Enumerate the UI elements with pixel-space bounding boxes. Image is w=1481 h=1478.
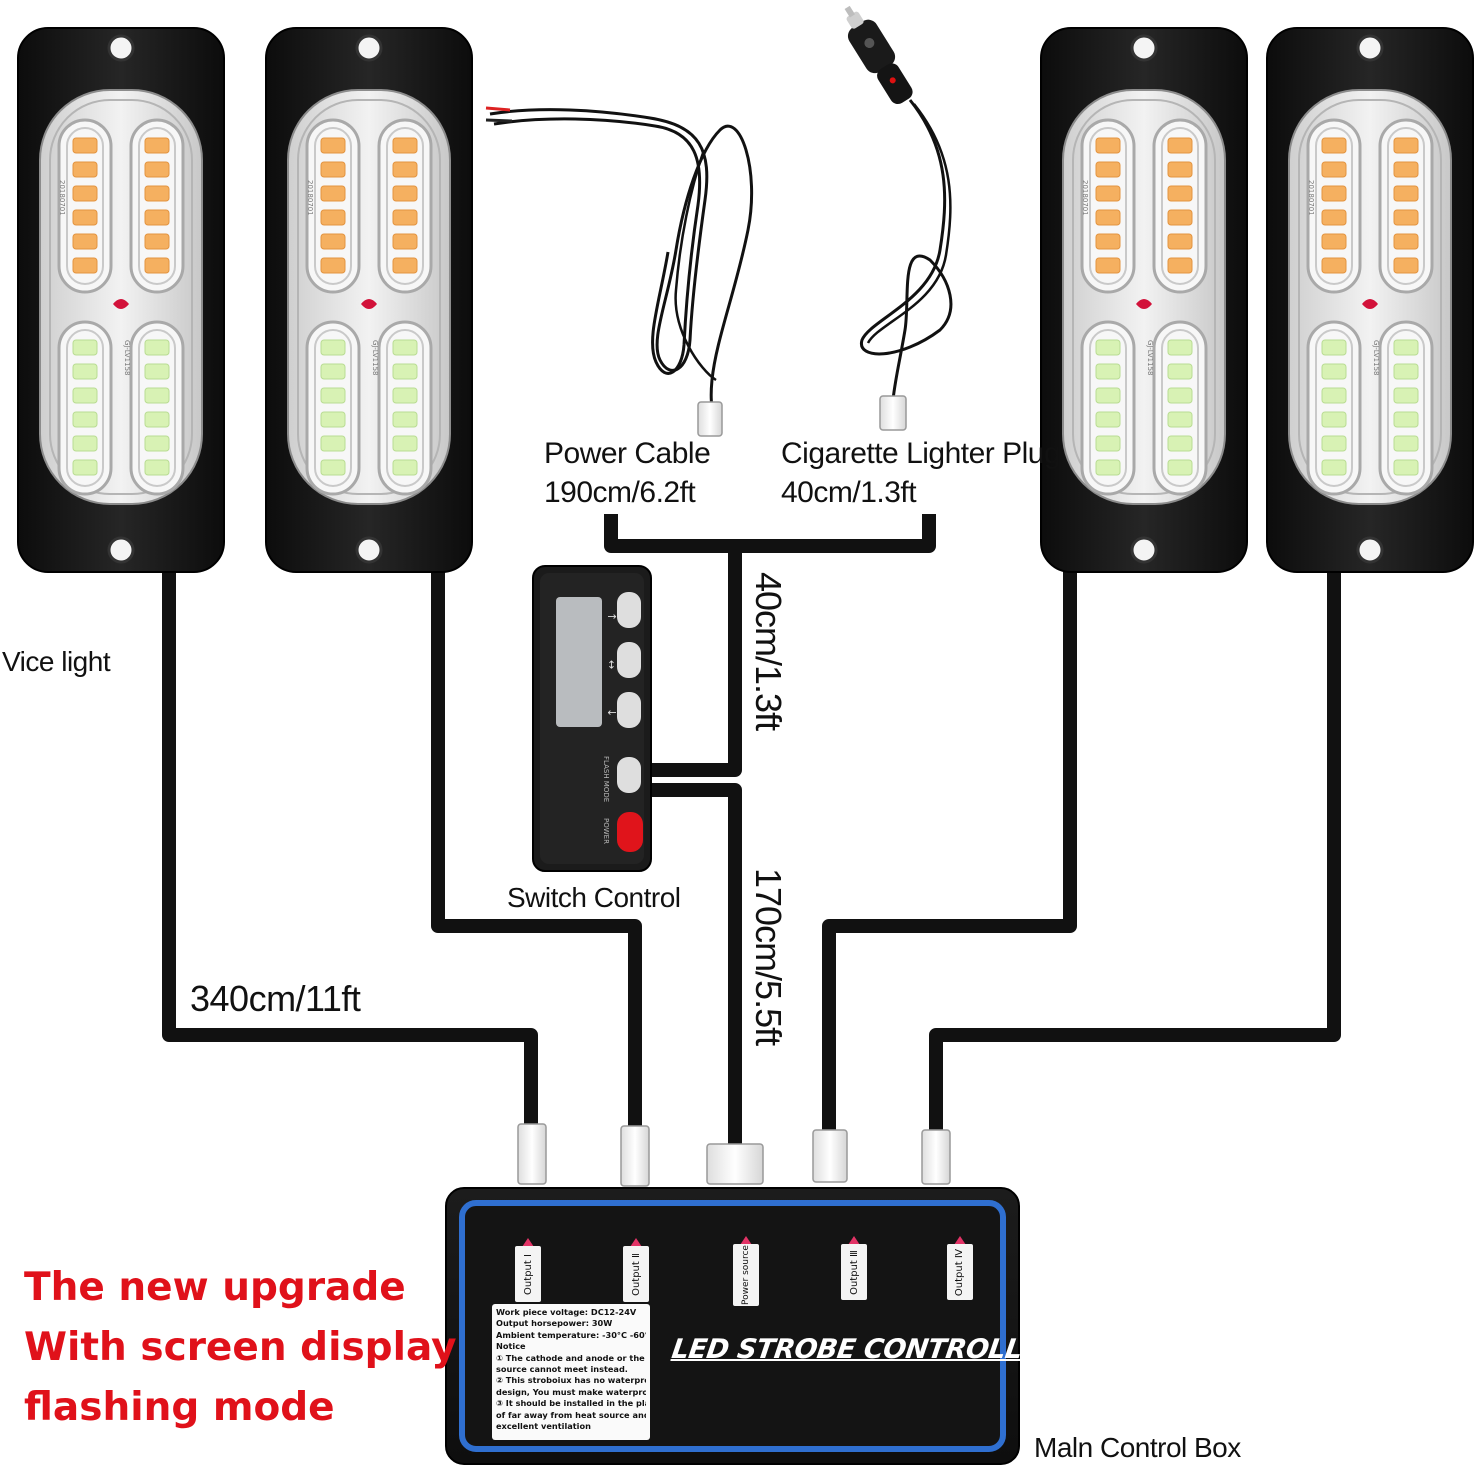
spec-line: ③ It should be installed in the place [496, 1398, 646, 1409]
power-text: POWER [602, 818, 610, 844]
lamp-code-top: 20180701 [1081, 180, 1089, 216]
port-label-power-source: Power source [733, 1244, 759, 1306]
controller-connectors [517, 1123, 951, 1187]
flash-mode-button [617, 757, 641, 793]
strobe-lamps: 20180701GJ-LV115820180701GJ-LV1158201807… [17, 27, 1474, 573]
svg-text:↓: ↓ [605, 708, 618, 717]
cables [162, 514, 1341, 1150]
power-button [617, 812, 643, 852]
lighter-plug-label: Cigarette Lighter Plug [781, 437, 1061, 470]
spec-line: of far away from heat source and [496, 1409, 646, 1420]
power-cable-length: 190cm/6.2ft [544, 476, 696, 509]
spec-line: Notice [496, 1341, 526, 1352]
cable-switch-lower [648, 783, 742, 1150]
promo-text: The new upgrade With screen display flas… [24, 1258, 457, 1438]
spec-line: source cannot meet instead. [496, 1364, 628, 1375]
lamp-code-bottom: GJ-LV1158 [371, 340, 379, 376]
lamp-code-top: 20180701 [306, 180, 314, 216]
cigarette-lighter-plug [844, 5, 953, 431]
spec-line: Output horsepower: 30W [496, 1318, 613, 1329]
cable-lamp-3 [822, 565, 1077, 1135]
controller-spec-sticker: Work piece voltage: DC12-24V Output hors… [492, 1304, 650, 1440]
switch-button-down [617, 692, 641, 728]
main-control-box-label: Maln Control Box [1034, 1432, 1241, 1463]
cable-switch-upper [648, 546, 742, 777]
power-cable-connector [697, 401, 723, 437]
promo-line-2: With screen display [24, 1325, 457, 1370]
port-label-output-1: Output Ⅰ [515, 1246, 541, 1302]
lighter-plug-length: 40cm/1.3ft [781, 476, 917, 509]
flash-mode-text: FLASH MODE [602, 756, 610, 802]
svg-text:↑: ↑ [605, 612, 618, 621]
port-label-output-4: Output Ⅳ [947, 1244, 973, 1300]
spec-line: ① The cathode and anode or the power [496, 1352, 646, 1363]
svg-text:↔: ↔ [605, 660, 618, 669]
switch-button-mid [617, 642, 641, 678]
switch-button-up [617, 592, 641, 628]
promo-line-3: flashing mode [24, 1385, 335, 1430]
lamp-code-bottom: GJ-LV1158 [1146, 340, 1154, 376]
switch-control-panel: ↑ ↔ ↓ FLASH MODE POWER [532, 565, 652, 872]
switch-cable-length: 40cm/1.3ft [748, 572, 789, 731]
controller-title: LED STROBE CONTROLLER [669, 1334, 1063, 1365]
switch-screen [556, 597, 602, 727]
power-cable [489, 108, 754, 421]
vice-light-label: Vice light [2, 646, 111, 677]
cable-lamp-1 [162, 570, 538, 1130]
spec-line: design, You must make waterproof. [496, 1386, 646, 1397]
light-cable-length: 340cm/11ft [190, 978, 361, 1019]
cable-lamp-4 [929, 565, 1341, 1135]
promo-line-1: The new upgrade [24, 1265, 406, 1310]
cable-power-trunk [604, 514, 936, 553]
power-cable-wire-tips [485, 106, 513, 123]
spec-line: Ambient temperature: -30°C -60°C [496, 1329, 646, 1340]
lamp-code-bottom: GJ-LV1158 [1372, 340, 1380, 376]
controller-cable-length: 170cm/5.5ft [748, 868, 789, 1046]
spec-line: Work piece voltage: DC12-24V [496, 1307, 637, 1317]
spec-line: excellent ventilation [496, 1421, 591, 1432]
port-label-output-2: Output Ⅱ [623, 1246, 649, 1302]
lamp-code-top: 20180701 [58, 180, 66, 216]
lamp-code-top: 20180701 [1307, 180, 1315, 216]
lamp-code-bottom: GJ-LV1158 [123, 340, 131, 376]
switch-control-label: Switch Control [507, 882, 681, 913]
port-label-output-3: Output Ⅲ [841, 1244, 867, 1300]
spec-line: ② This stroboiux has no waterproof [496, 1375, 646, 1386]
power-cable-label: Power Cable [544, 437, 711, 470]
cable-lamp-2 [431, 565, 642, 1130]
